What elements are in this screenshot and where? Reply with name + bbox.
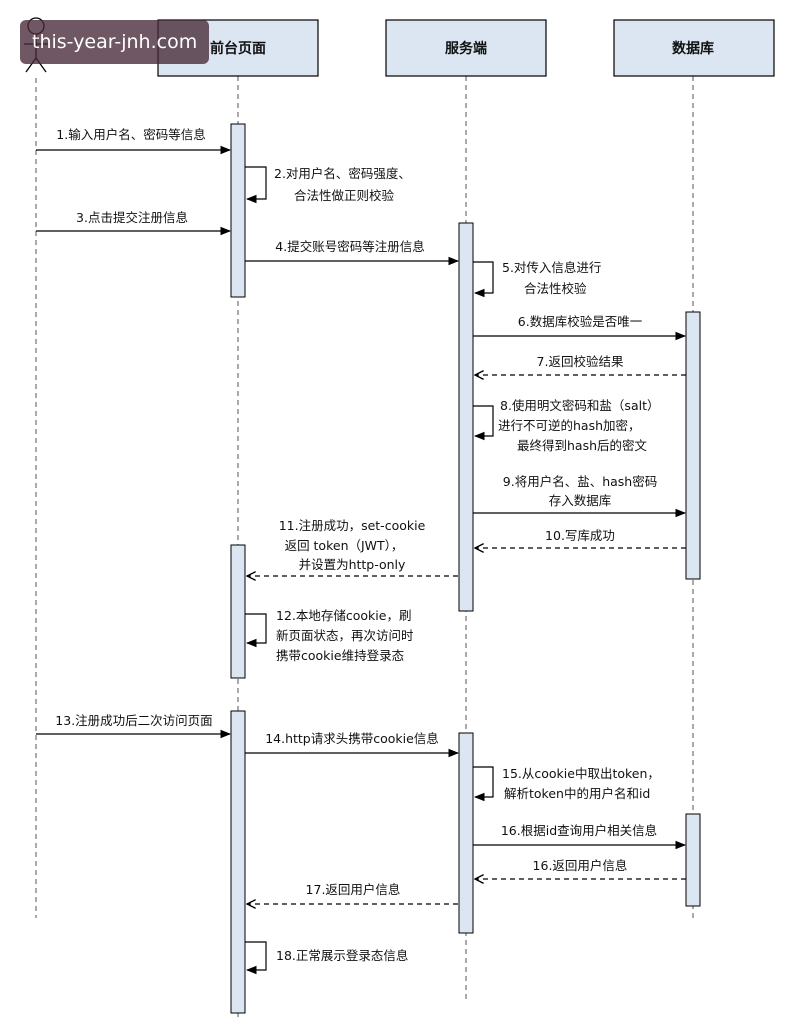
message-6: 6.数据库校验是否唯一 [473,314,687,341]
message-11: 11.注册成功，set-cookie 返回 token（JWT）， 并设置为ht… [247,518,458,576]
participant-database: 数据库 [613,19,775,77]
message-9: 9.将用户名、盐、hash密码 存入数据库 [473,474,687,518]
message-label: 13.注册成功后二次访问页面 [55,713,212,728]
message-label: 18.正常展示登录态信息 [276,948,408,963]
message-2: 2.对用户名、密码强度、 合法性做正则校验 [245,166,411,204]
message-label: 1.输入用户名、密码等信息 [56,127,205,142]
activation-database [685,311,701,580]
message-label: 4.提交账号密码等注册信息 [275,239,424,254]
message-label: 并设置为http-only [299,557,406,572]
message-16: 16.根据id查询用户相关信息 [473,823,687,850]
message-label: 14.http请求头携带cookie信息 [265,731,439,746]
message-label: 15.从cookie中取出token， [502,766,660,781]
message-label: 6.数据库校验是否唯一 [518,314,642,329]
activation-server [458,732,474,934]
participant-server: 服务端 [385,19,547,77]
message-label: 存入数据库 [549,493,612,508]
activation-database [685,813,701,907]
participant-server-label: 服务端 [445,40,487,57]
message-label: 新页面状态，再次访问时 [276,628,414,643]
message-1: 1.输入用户名、密码等信息 [36,127,232,155]
message-8: 8.使用明文密码和盐（salt） 进行不可逆的hash加密， 最终得到hash后… [473,398,659,453]
message-label: 16.返回用户信息 [533,858,628,873]
message-18: 18.正常展示登录态信息 [245,941,408,975]
activation-frontend [230,123,246,298]
message-label: 10.写库成功 [545,528,615,543]
message-label: 合法性校验 [524,281,587,296]
message-label: 2.对用户名、密码强度、 [274,166,411,181]
message-label: 解析token中的用户名和id [504,786,650,801]
activation-frontend [230,544,246,679]
message-label: 合法性做正则校验 [294,188,395,203]
message-15: 15.从cookie中取出token， 解析token中的用户名和id [473,766,660,802]
message-7: 7.返回校验结果 [475,354,686,375]
message-label: 5.对传入信息进行 [502,260,601,275]
message-label: 16.根据id查询用户相关信息 [501,823,657,838]
message-label: 7.返回校验结果 [537,354,624,369]
message-label: 12.本地存储cookie，刷 [276,608,411,623]
message-label: 最终得到hash后的密文 [517,438,648,453]
message-4: 4.提交账号密码等注册信息 [245,239,460,266]
watermark: this-year-jnh.com [20,20,210,64]
activation-server [458,222,474,612]
message-13: 13.注册成功后二次访问页面 [36,713,232,739]
message-14: 14.http请求头携带cookie信息 [245,731,460,758]
message-label: 3.点击提交注册信息 [76,210,188,225]
message-label: 17.返回用户信息 [306,882,401,897]
message-17: 17.返回用户信息 [247,882,458,904]
participant-frontend-label: 前台页面 [210,40,266,57]
message-12: 12.本地存储cookie，刷 新页面状态，再次访问时 携带cookie维持登录… [245,608,414,663]
message-10: 10.写库成功 [475,528,686,548]
message-label: 返回 token（JWT）， [285,538,404,553]
message-5: 5.对传入信息进行 合法性校验 [473,260,601,298]
activation-frontend [230,710,246,1014]
message-label: 9.将用户名、盐、hash密码 [503,474,657,489]
message-label: 8.使用明文密码和盐（salt） [500,398,659,413]
message-label: 11.注册成功，set-cookie [279,518,426,533]
message-16-return: 16.返回用户信息 [475,858,686,879]
message-3: 3.点击提交注册信息 [36,210,232,236]
message-label: 携带cookie维持登录态 [276,648,404,663]
message-label: 进行不可逆的hash加密， [498,418,641,433]
participant-database-label: 数据库 [672,40,714,57]
